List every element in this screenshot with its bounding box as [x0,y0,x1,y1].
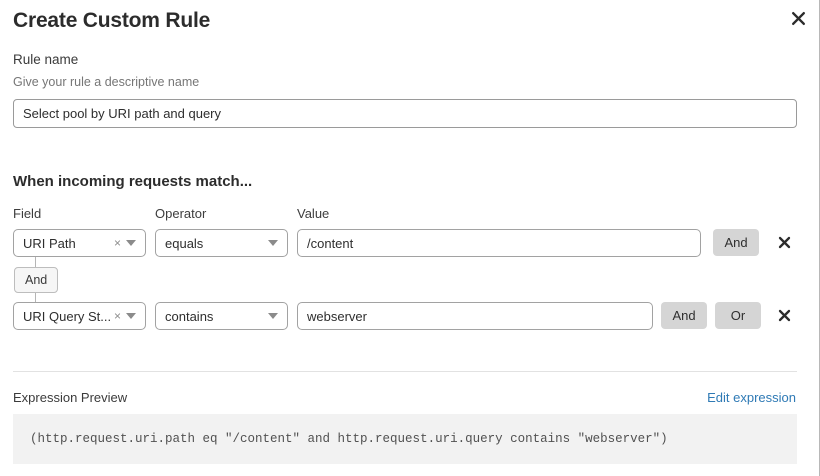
chevron-down-icon[interactable] [268,240,287,246]
field-select-2[interactable]: URI Query St... × [13,302,146,330]
field-select-2-value: URI Query St... [23,308,112,324]
column-header-field: Field [13,206,42,221]
connector-line-top [35,257,36,267]
column-header-operator: Operator [155,206,207,221]
rule-name-hint: Give your rule a descriptive name [13,75,200,89]
and-button-row-2[interactable]: And [661,302,707,329]
operator-select-1[interactable]: equals [155,229,288,257]
close-icon[interactable] [785,5,811,31]
value-input-2[interactable] [297,302,653,330]
clear-icon[interactable]: × [113,309,121,323]
connector-and-badge[interactable]: And [14,267,59,293]
operator-select-1-value: equals [165,235,204,251]
chevron-down-icon[interactable] [126,313,145,319]
chevron-down-icon[interactable] [268,313,287,319]
operator-select-2[interactable]: contains [155,302,288,330]
or-button-row-2[interactable]: Or [715,302,761,329]
section-divider [13,371,797,372]
remove-condition-icon-1[interactable] [772,230,796,254]
column-header-value: Value [297,206,330,221]
expression-preview-code: (http.request.uri.path eq "/content" and… [13,414,797,464]
field-select-1[interactable]: URI Path × [13,229,146,257]
chevron-down-icon[interactable] [126,240,145,246]
connector-line-bottom [35,293,36,303]
remove-condition-icon-2[interactable] [772,303,796,327]
page-title: Create Custom Rule [13,9,211,32]
field-select-1-value: URI Path [23,235,76,251]
rule-name-input[interactable] [13,99,797,128]
operator-select-2-value: contains [165,308,214,324]
conditions-heading: When incoming requests match... [13,173,253,190]
rule-name-label: Rule name [13,52,79,67]
clear-icon[interactable]: × [113,236,121,250]
edit-expression-link[interactable]: Edit expression [707,390,796,405]
value-input-1[interactable] [297,229,701,257]
and-button-row-1[interactable]: And [713,229,759,256]
condition-connector: And [0,257,120,303]
expression-preview-label: Expression Preview [13,390,128,405]
